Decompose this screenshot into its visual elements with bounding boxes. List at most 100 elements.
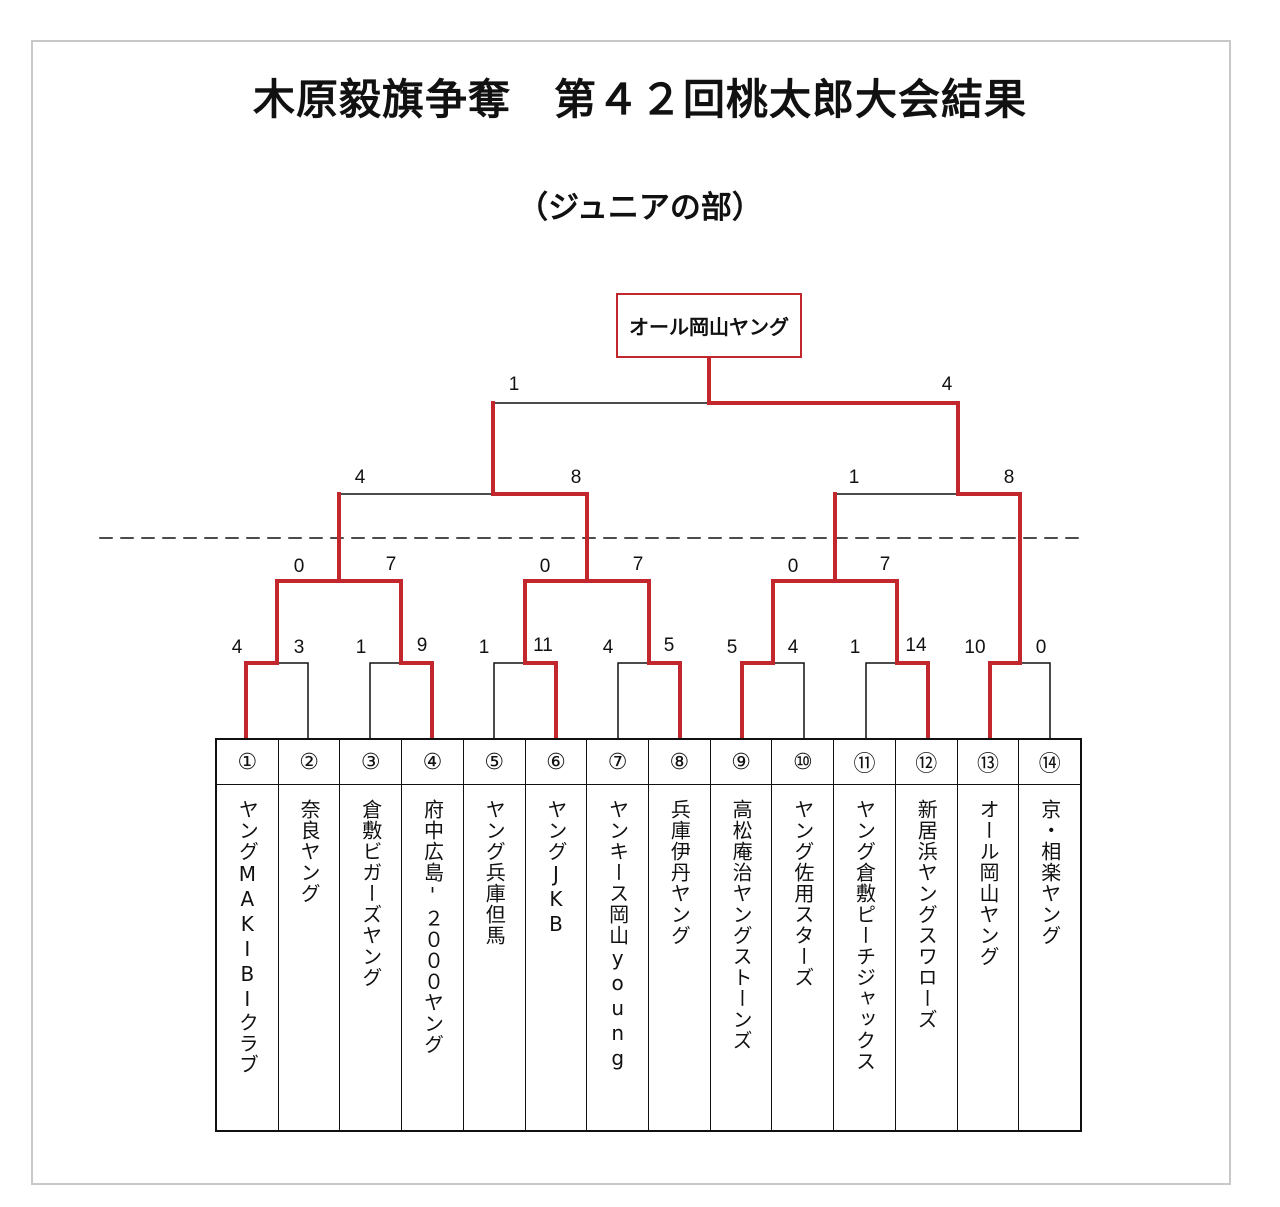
score-r1-8: 5 bbox=[663, 635, 675, 656]
team-name: ヤング佐用スターズ bbox=[790, 799, 815, 988]
winner-path-r2-2 bbox=[523, 579, 589, 665]
winner-path-r2-3 bbox=[771, 579, 837, 665]
teams-table: ① ヤングMAKIBIクラブ ② 奈良ヤング ③ 倉敷ビガーズヤング ④ 府中広島'２０… bbox=[215, 738, 1082, 1132]
team-name-cell: ヤング倉敷ピーチジャックス bbox=[834, 785, 895, 1130]
score-r1-7: 4 bbox=[602, 637, 614, 658]
score-r1-6: 11 bbox=[533, 635, 553, 656]
team-name-cell: 兵庫伊丹ヤング bbox=[649, 785, 710, 1130]
winner-path-r3-2 bbox=[491, 492, 589, 583]
team-number: ⑪ bbox=[834, 740, 895, 785]
team-number: ⑫ bbox=[895, 740, 957, 785]
team-name: 奈良ヤング bbox=[297, 799, 322, 904]
team-name-cell: ヤングMAKIBIクラブ bbox=[217, 785, 278, 1130]
score-r1-4: 9 bbox=[416, 635, 428, 656]
page-frame bbox=[31, 40, 1231, 1185]
team-number: ① bbox=[217, 740, 278, 785]
score-r2-3: 0 bbox=[539, 556, 551, 577]
round2-lines bbox=[276, 580, 898, 664]
team-name-cell: ヤンキース岡山young bbox=[587, 785, 648, 1130]
team-name: 倉敷ビガーズヤング bbox=[358, 799, 383, 988]
winner-path-r3-4 bbox=[956, 492, 1022, 665]
winner-path-r1-3 bbox=[523, 661, 558, 740]
team-name-cell: ヤング兵庫但馬 bbox=[464, 785, 525, 1130]
winner-path-r1-2 bbox=[399, 661, 434, 740]
team-number: ⑨ bbox=[710, 740, 772, 785]
score-final-left: 1 bbox=[508, 374, 520, 395]
team-name: ヤング兵庫但馬 bbox=[482, 799, 507, 946]
score-r2-5: 0 bbox=[787, 556, 799, 577]
team-name: 京・相楽ヤング bbox=[1037, 799, 1062, 946]
team-name-cell: 奈良ヤング bbox=[279, 785, 340, 1130]
score-r3-2: 8 bbox=[570, 467, 582, 488]
team-number: ③ bbox=[340, 740, 402, 785]
team-number: ② bbox=[278, 740, 340, 785]
team-name: 兵庫伊丹ヤング bbox=[667, 799, 692, 946]
team-column: ⑭ 京・相楽ヤング bbox=[1019, 740, 1081, 1130]
score-r2-1: 0 bbox=[293, 556, 305, 577]
champion-box: オール岡山ヤング bbox=[616, 293, 802, 358]
team-column: ⑬ オール岡山ヤング bbox=[957, 740, 1020, 1130]
team-column: ⑥ ヤングJKB bbox=[525, 740, 588, 1130]
winner-path-r1-1 bbox=[244, 661, 279, 740]
team-column: ④ 府中広島'２０００ヤング bbox=[402, 740, 464, 1130]
team-column: ⑫ 新居浜ヤングスワローズ bbox=[895, 740, 958, 1130]
team-name: ヤングMAKIBIクラブ bbox=[235, 799, 260, 1075]
winner-path-r1-6 bbox=[895, 661, 930, 740]
winner-path-r2-2b bbox=[585, 579, 651, 665]
team-name: ヤンキース岡山young bbox=[605, 799, 630, 1071]
team-column: ③ 倉敷ビガーズヤング bbox=[340, 740, 403, 1130]
team-name: オール岡山ヤング bbox=[975, 799, 1000, 967]
score-r3-3: 1 bbox=[848, 467, 860, 488]
page-title: 木原毅旗争奪 第４２回桃太郎大会結果 bbox=[252, 75, 1027, 124]
score-r1-3: 1 bbox=[355, 637, 367, 658]
team-number: ⑧ bbox=[649, 740, 710, 785]
score-r1-11: 1 bbox=[849, 637, 861, 658]
team-name-cell: 新居浜ヤングスワローズ bbox=[896, 785, 957, 1130]
division-subtitle: （ジュニアの部） bbox=[517, 190, 763, 226]
winner-paths bbox=[244, 356, 1022, 740]
team-number: ⑥ bbox=[525, 740, 587, 785]
team-name: 府中広島'２０００ヤング bbox=[420, 799, 445, 1055]
team-number: ⑦ bbox=[587, 740, 649, 785]
winner-path-r2-3b bbox=[833, 579, 899, 665]
winner-path-r1-7 bbox=[988, 661, 1022, 740]
score-r1-10: 4 bbox=[787, 637, 799, 658]
score-r3-1: 4 bbox=[354, 467, 366, 488]
team-name-cell: 倉敷ビガーズヤング bbox=[340, 785, 401, 1130]
final-lines bbox=[492, 402, 959, 495]
team-name: 高松庵治ヤングストーンズ bbox=[729, 799, 754, 1051]
score-r1-12: 14 bbox=[905, 635, 927, 656]
team-name-cell: ヤングJKB bbox=[526, 785, 587, 1130]
team-name-cell: ヤング佐用スターズ bbox=[772, 785, 833, 1130]
team-name-cell: 高松庵治ヤングストーンズ bbox=[711, 785, 772, 1130]
team-column: ⑪ ヤング倉敷ピーチジャックス bbox=[834, 740, 896, 1130]
team-column: ⑩ ヤング佐用スターズ bbox=[772, 740, 835, 1130]
team-name-cell: 京・相楽ヤング bbox=[1019, 785, 1080, 1130]
team-number: ⑤ bbox=[463, 740, 525, 785]
winner-path-r2-1b bbox=[337, 579, 403, 665]
team-column: ⑦ ヤンキース岡山young bbox=[587, 740, 650, 1130]
team-column: ⑨ 高松庵治ヤングストーンズ bbox=[710, 740, 773, 1130]
team-number: ④ bbox=[402, 740, 463, 785]
team-number: ⑭ bbox=[1019, 740, 1081, 785]
score-r1-9: 5 bbox=[726, 637, 738, 658]
team-column: ② 奈良ヤング bbox=[278, 740, 341, 1130]
team-name: ヤングJKB bbox=[543, 799, 568, 937]
team-name-cell: オール岡山ヤング bbox=[958, 785, 1019, 1130]
team-column: ⑤ ヤング兵庫但馬 bbox=[463, 740, 526, 1130]
team-name: 新居浜ヤングスワローズ bbox=[914, 799, 939, 1030]
team-number: ⑬ bbox=[957, 740, 1019, 785]
score-r2-6: 7 bbox=[879, 554, 891, 575]
score-r2-4: 7 bbox=[632, 554, 644, 575]
score-r3-4: 8 bbox=[1003, 467, 1015, 488]
team-name-cell: 府中広島'２０００ヤング bbox=[402, 785, 463, 1130]
team-column: ⑧ 兵庫伊丹ヤング bbox=[649, 740, 711, 1130]
score-r1-14: 0 bbox=[1035, 637, 1047, 658]
score-r1-13: 10 bbox=[964, 637, 986, 658]
score-r1-5: 1 bbox=[478, 637, 490, 658]
score-r1-2: 3 bbox=[293, 637, 305, 658]
team-number: ⑩ bbox=[772, 740, 834, 785]
score-r1-1: 4 bbox=[231, 637, 243, 658]
team-name: ヤング倉敷ピーチジャックス bbox=[852, 799, 877, 1072]
